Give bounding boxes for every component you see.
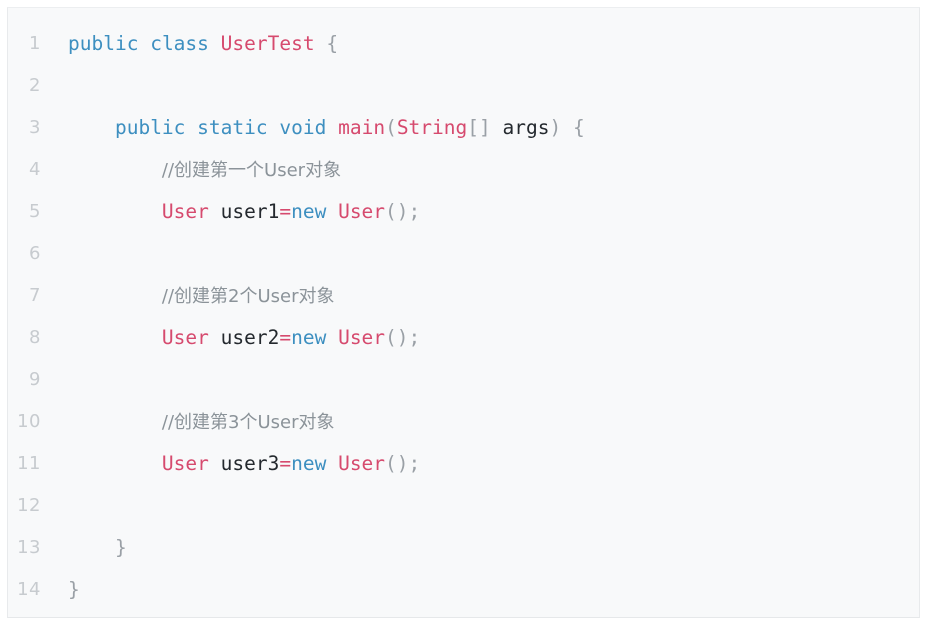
code-line[interactable]: 4 //创建第一个User对象	[8, 149, 919, 191]
code-line[interactable]: 2	[8, 65, 919, 107]
code-token-plain	[209, 452, 221, 475]
code-token-punct: ();	[385, 326, 421, 349]
code-token-type: User	[161, 452, 209, 475]
code-line-content: public static void main(String[] args) {	[68, 107, 585, 149]
code-line[interactable]: 11 User user3=new User();	[8, 443, 919, 485]
code-token-plain	[491, 116, 503, 139]
code-line-content: User user2=new User();	[68, 317, 420, 359]
code-line[interactable]: 13 }	[8, 527, 919, 569]
code-token-operator: =	[279, 326, 292, 349]
line-number: 12	[17, 495, 41, 516]
code-token-ident: user1	[220, 200, 280, 223]
code-line[interactable]: 14}	[8, 569, 919, 611]
code-token-keyword: public	[114, 116, 186, 139]
code-token-plain	[68, 284, 162, 307]
code-token-plain	[68, 410, 162, 433]
code-token-plain	[326, 116, 338, 139]
code-token-type: UserTest	[220, 32, 315, 55]
line-number: 14	[17, 579, 41, 600]
code-token-keyword: new	[291, 200, 327, 223]
code-line-content: //创建第2个User对象	[68, 275, 335, 318]
code-token-comment: //创建第3个User对象	[161, 412, 335, 433]
line-number: 1	[29, 33, 41, 54]
code-token-punct: }	[68, 578, 80, 601]
line-number: 13	[17, 537, 41, 558]
code-line-content: //创建第一个User对象	[68, 149, 341, 192]
code-token-plain	[209, 326, 221, 349]
code-token-keyword: static	[197, 116, 268, 139]
code-line[interactable]: 5 User user1=new User();	[8, 191, 919, 233]
code-line-content: public class UserTest {	[68, 23, 338, 65]
code-token-plain	[68, 158, 162, 181]
line-number: 4	[29, 159, 41, 180]
code-token-plain	[209, 200, 221, 223]
code-token-punct: ();	[385, 200, 421, 223]
code-token-type: User	[338, 200, 386, 223]
code-line-content: User user1=new User();	[68, 191, 420, 233]
code-token-keyword: new	[291, 452, 327, 475]
code-token-plain	[68, 326, 162, 349]
code-line-content: User user3=new User();	[68, 443, 420, 485]
code-token-punct: )	[549, 116, 562, 139]
code-token-type: User	[338, 326, 386, 349]
line-number: 5	[29, 201, 41, 222]
code-token-plain	[326, 452, 338, 475]
code-token-plain	[68, 200, 162, 223]
code-token-plain	[185, 116, 197, 139]
line-number: 9	[29, 369, 41, 390]
code-token-comment: //创建第2个User对象	[161, 286, 335, 307]
code-token-plain	[68, 536, 115, 559]
line-number: 7	[29, 285, 41, 306]
code-token-operator: =	[279, 452, 292, 475]
code-token-keyword: public	[68, 32, 139, 55]
code-token-punct: {	[326, 32, 339, 55]
code-token-comment: //创建第一个User对象	[161, 160, 342, 181]
code-token-punct: }	[114, 536, 127, 559]
code-line[interactable]: 1 public class UserTest {	[8, 23, 919, 65]
code-line-content: }	[68, 527, 127, 569]
code-line[interactable]: 6	[8, 233, 919, 275]
line-number: 3	[29, 117, 41, 138]
line-number: 10	[17, 411, 41, 432]
code-token-type: main	[338, 116, 386, 139]
code-line-content: //创建第3个User对象	[68, 401, 335, 444]
code-token-keyword: class	[150, 32, 209, 55]
code-token-plain	[268, 116, 280, 139]
code-line[interactable]: 10 //创建第3个User对象	[8, 401, 919, 443]
code-line-content: }	[68, 569, 80, 611]
line-number: 2	[29, 75, 41, 96]
code-token-ident: user3	[220, 452, 280, 475]
code-token-punct: ();	[385, 452, 421, 475]
line-number: 8	[29, 327, 41, 348]
code-line[interactable]: 9	[8, 359, 919, 401]
code-token-plain	[68, 452, 162, 475]
code-token-plain	[138, 32, 150, 55]
line-number: 11	[17, 453, 41, 474]
code-token-punct: {	[572, 116, 585, 139]
code-token-punct: (	[385, 116, 397, 139]
code-token-plain	[209, 32, 221, 55]
code-token-plain	[326, 200, 338, 223]
code-token-type: User	[338, 452, 386, 475]
code-token-plain	[561, 116, 573, 139]
code-token-operator: =	[279, 200, 292, 223]
code-line[interactable]: 7 //创建第2个User对象	[8, 275, 919, 317]
code-token-punct: []	[467, 116, 491, 139]
line-number: 6	[29, 243, 41, 264]
code-token-keyword: new	[291, 326, 327, 349]
code-line[interactable]: 8 User user2=new User();	[8, 317, 919, 359]
code-line[interactable]: 3 public static void main(String[] args)…	[8, 107, 919, 149]
code-token-keyword: void	[279, 116, 327, 139]
code-token-plain	[68, 116, 115, 139]
code-token-plain	[326, 326, 338, 349]
code-token-type: String	[396, 116, 468, 139]
code-token-type: User	[161, 326, 209, 349]
code-token-ident: args	[502, 116, 550, 139]
code-token-type: User	[161, 200, 209, 223]
code-token-ident: user2	[220, 326, 280, 349]
code-token-plain	[315, 32, 327, 55]
code-line[interactable]: 12	[8, 485, 919, 527]
